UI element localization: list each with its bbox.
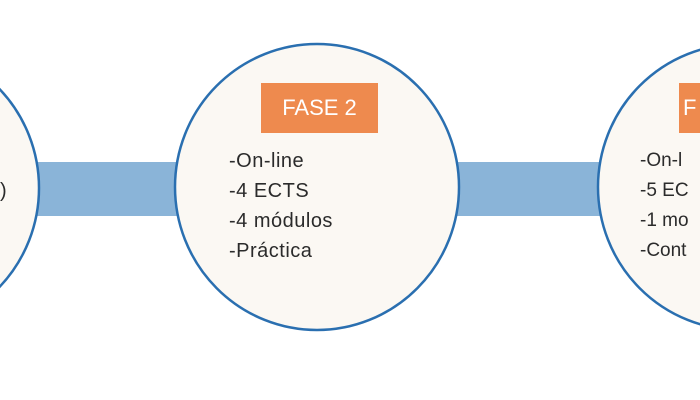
phase-3-item: -Cont: [640, 240, 687, 261]
phase-1-item: ): [0, 180, 8, 202]
phase-3-items: -On-l -5 EC -1 mo -Cont: [640, 146, 689, 266]
phase-3-circle: [596, 48, 700, 326]
phase-2-label: FASE 2: [261, 83, 378, 133]
phase-2-circle: [173, 42, 461, 332]
phase-2-item: -Práctica: [229, 240, 313, 262]
phase-2-item: -4 ECTS: [229, 180, 310, 202]
phase-2-items: -On-line -4 ECTS -4 módulos -Práctica: [229, 146, 333, 266]
phase-3-item: -1 mo: [640, 210, 689, 231]
phase-1-circle: [0, 87, 41, 289]
phase-3-item: -5 EC: [640, 180, 689, 201]
phase-2-item: -4 módulos: [229, 210, 333, 232]
connector-bar-1: [30, 162, 190, 216]
phase-2-item: -On-line: [229, 150, 305, 172]
phase-1-items: ): [0, 176, 7, 206]
phase-3-item: -On-l: [640, 150, 683, 171]
connector-bar-2: [450, 162, 610, 216]
phase-3-label: F: [679, 83, 700, 133]
